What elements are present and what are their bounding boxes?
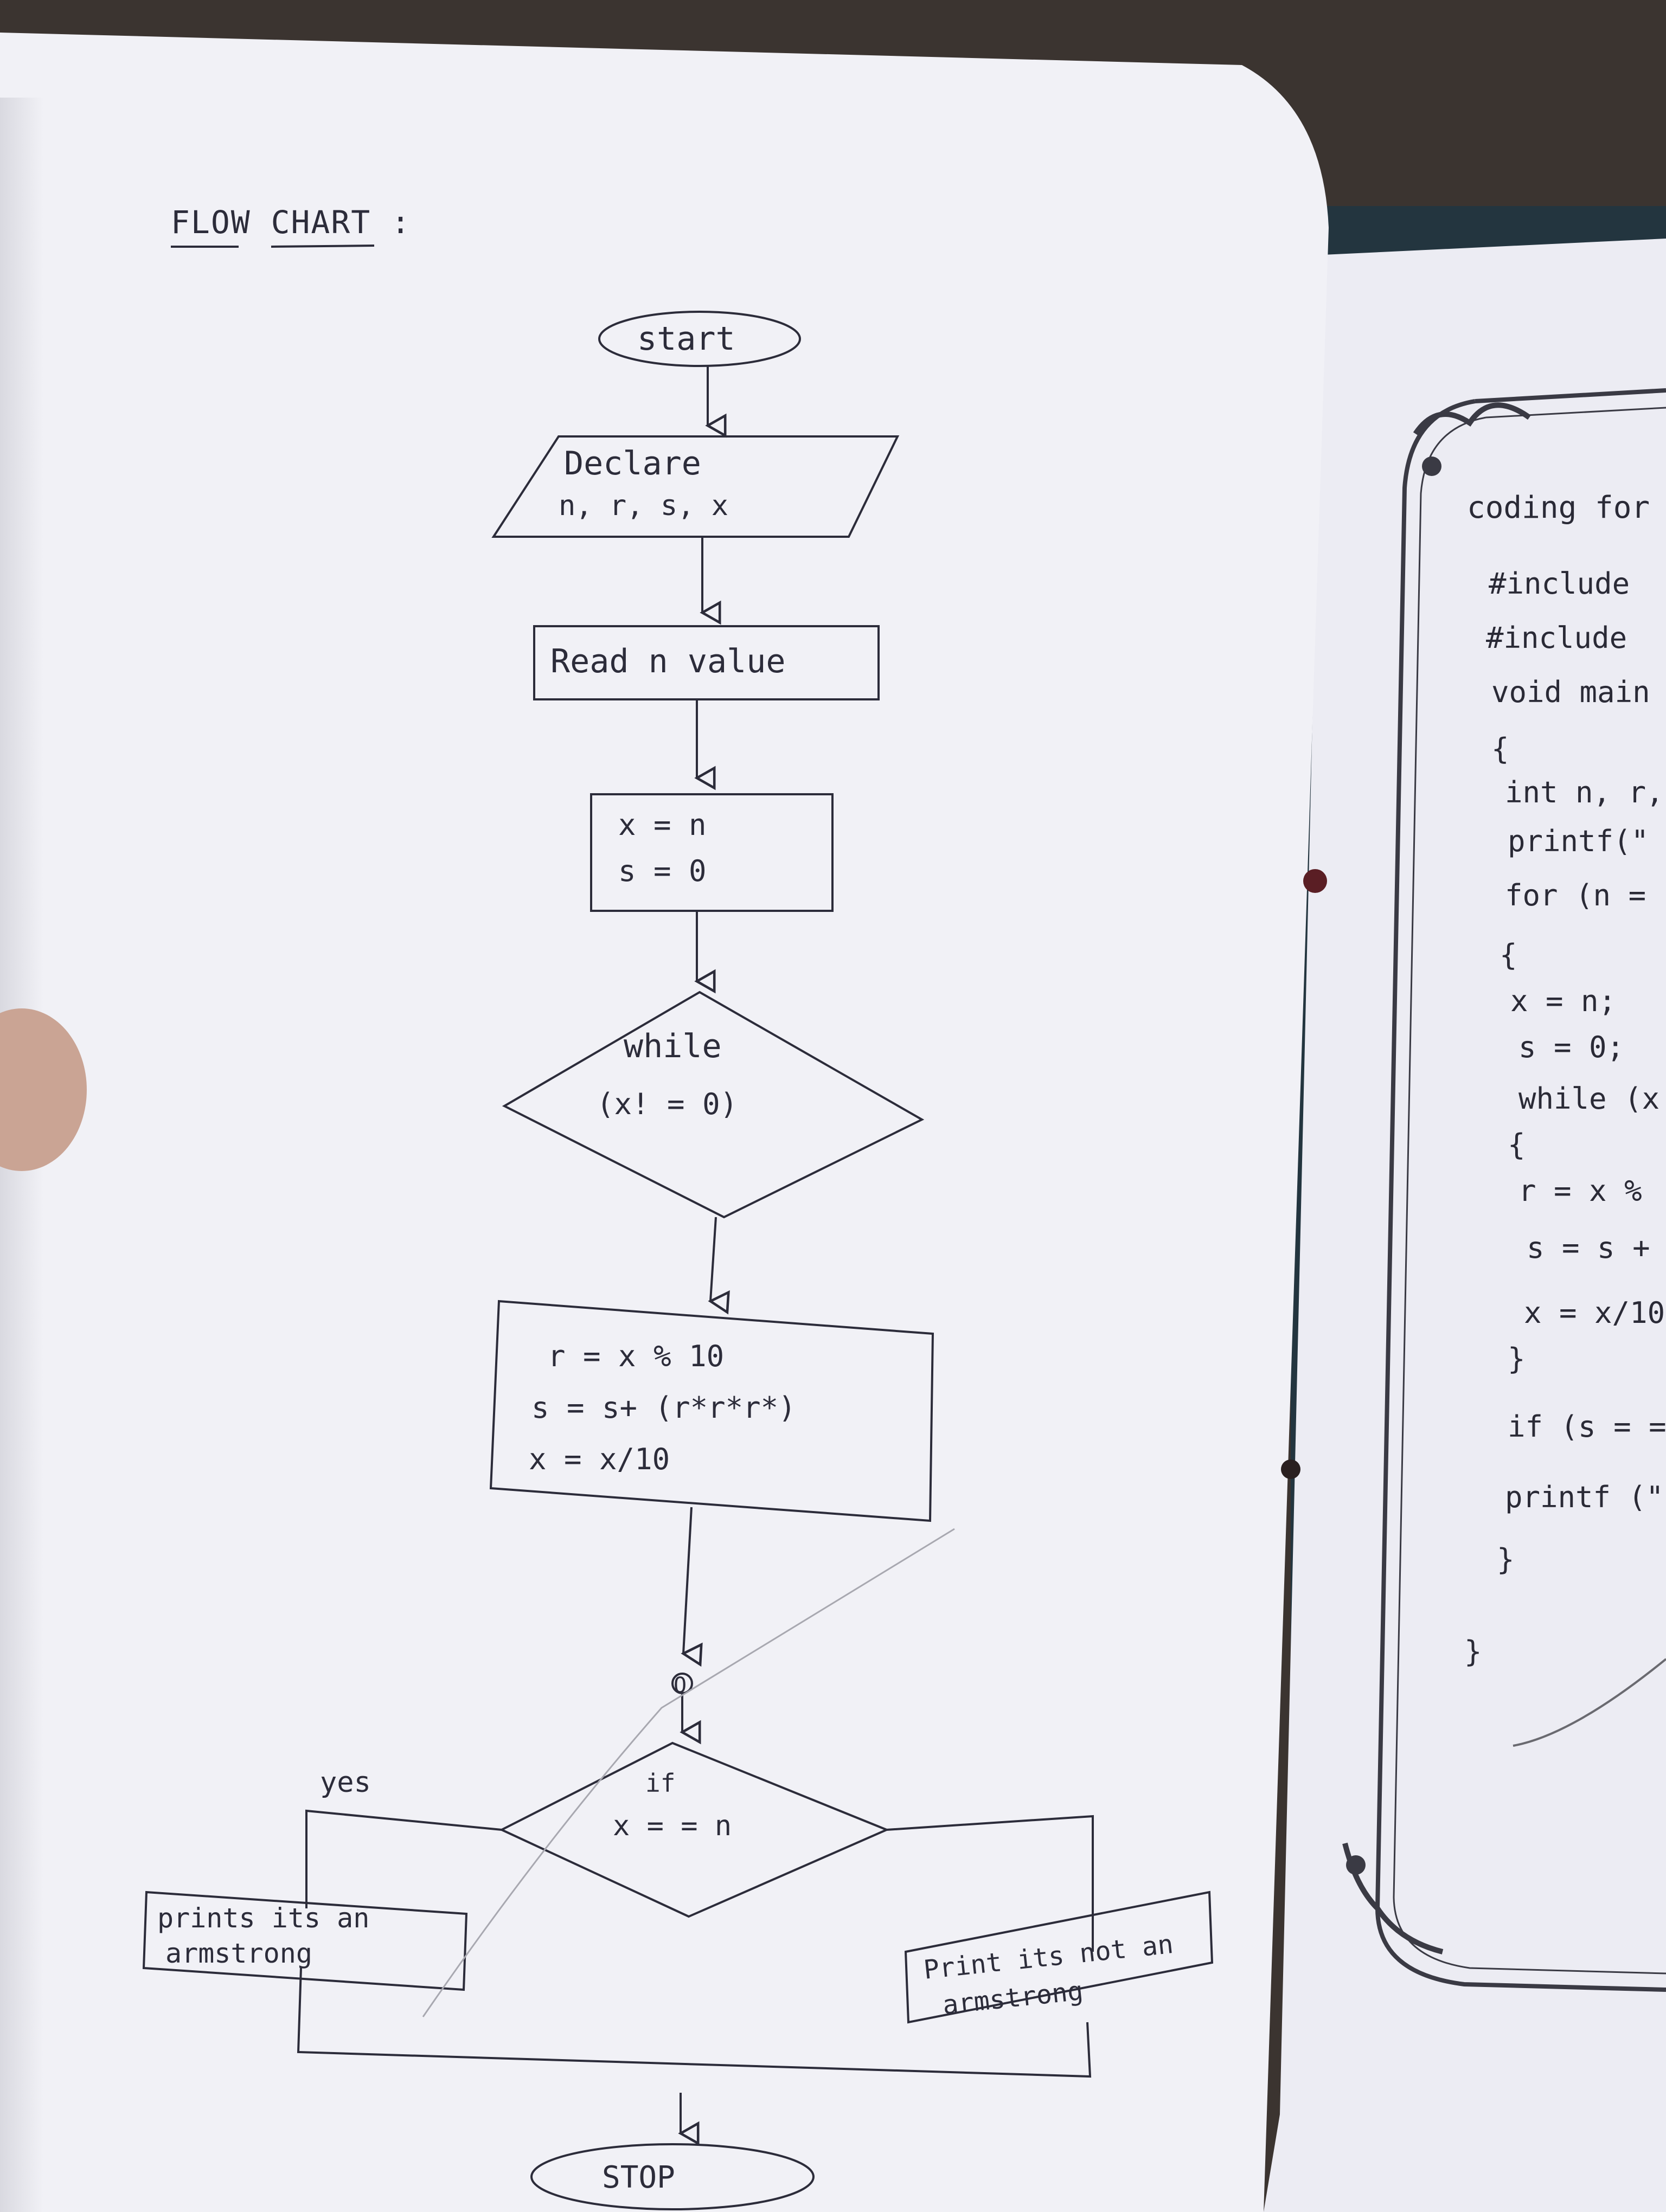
code-line: } <box>1464 1635 1482 1669</box>
code-line: void main <box>1491 675 1650 709</box>
code-line: int n, r, <box>1505 775 1664 809</box>
read-process-box <box>533 625 880 700</box>
code-line: x = n; <box>1510 984 1616 1018</box>
yes-output-line-2: armstrong <box>165 1938 312 1969</box>
code-line: s = 0; <box>1518 1030 1624 1064</box>
no-output-box <box>904 1891 1214 2024</box>
arrow <box>683 1507 691 1654</box>
loop-body-box <box>489 1300 934 1522</box>
code-line: while (x <box>1518 1082 1659 1116</box>
binder-hole <box>1281 1459 1300 1479</box>
if-condition: x = = n <box>613 1810 732 1842</box>
facing-page-code: #include #include void main { int n, r, print… <box>1464 567 1666 1669</box>
while-decision <box>502 991 925 1219</box>
code-line: printf (" <box>1505 1480 1664 1514</box>
thumb <box>0 1008 87 1171</box>
yes-branch-line <box>305 1809 502 1908</box>
facing-page-title: coding for <box>1467 490 1650 525</box>
no-branch-line <box>886 1815 1094 1952</box>
yes-label: yes <box>320 1766 371 1799</box>
code-line: { <box>1508 1128 1526 1162</box>
body-line-2: s = s+ (r*r*r*) <box>531 1391 796 1425</box>
stop-terminal <box>530 2143 815 2210</box>
code-line: } <box>1497 1542 1515 1577</box>
read-label: Read n value <box>550 642 785 680</box>
connector-label: O <box>674 1673 687 1698</box>
code-line: for (n = 1; <box>1505 878 1666 912</box>
code-line: { <box>1500 938 1517 972</box>
ornamental-border <box>1342 388 1666 1992</box>
heading-underline <box>271 245 375 248</box>
start-label: start <box>637 320 735 358</box>
declare-io-box <box>491 435 900 538</box>
while-condition: (x! = 0) <box>597 1087 738 1121</box>
if-label: if <box>645 1769 675 1798</box>
declare-vars: n, r, s, x <box>559 490 728 522</box>
init-s: s = 0 <box>618 854 707 888</box>
body-line-1: r = x % 10 <box>548 1339 724 1373</box>
code-line: { <box>1491 732 1509 766</box>
code-line: r = x % <box>1518 1174 1642 1208</box>
code-line: if (s = = n) <box>1508 1410 1666 1444</box>
stop-label: STOP <box>602 2160 675 2195</box>
code-line: } <box>1508 1342 1526 1376</box>
code-line: printf(" <box>1508 824 1649 858</box>
body-line-3: x = x/10 <box>529 1442 670 1476</box>
yes-output-box <box>142 1891 468 1991</box>
start-terminal <box>598 311 801 367</box>
pencil-guide-line <box>422 1528 955 2017</box>
page-heading: FLOW CHART : <box>171 204 411 241</box>
declare-title: Declare <box>564 445 701 483</box>
arrow <box>710 1217 716 1301</box>
code-line: x = x/10 <box>1524 1296 1665 1330</box>
merge-line <box>297 1967 1092 2078</box>
main-page <box>0 33 1329 2212</box>
while-label: while <box>624 1027 722 1065</box>
code-line: #include <box>1489 567 1630 601</box>
code-line: s = s + r <box>1527 1231 1666 1265</box>
if-decision <box>499 1741 890 1918</box>
init-process-box <box>590 793 834 912</box>
init-x: x = n <box>618 808 707 842</box>
yes-output-line-1: prints its an <box>157 1902 369 1934</box>
facing-page <box>1264 239 1666 2212</box>
connector-circle <box>671 1673 693 1694</box>
flowchart-shapes <box>142 311 1214 2210</box>
page-edge-curve <box>1513 1658 1666 1747</box>
code-line: #include <box>1486 621 1627 655</box>
binder-hole <box>1303 869 1327 893</box>
